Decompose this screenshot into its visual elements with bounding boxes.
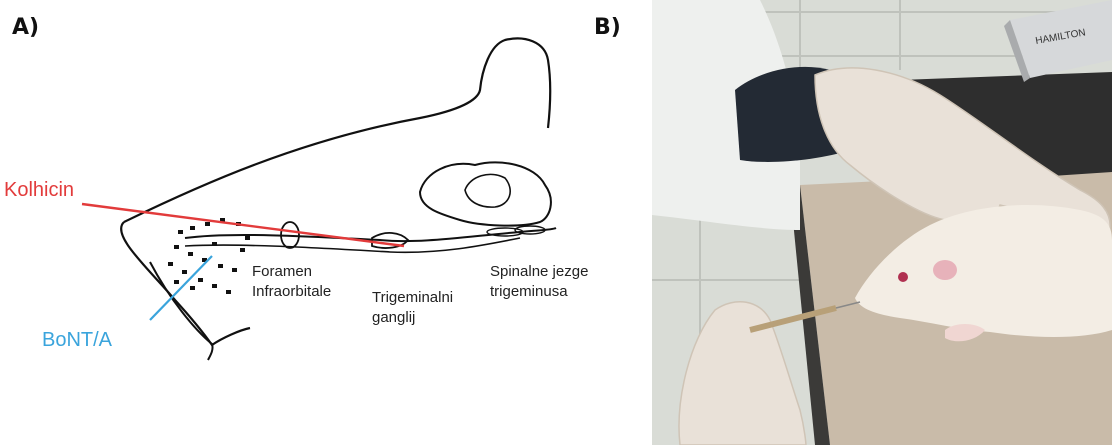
panel-a: A) Kolhi [4, 15, 588, 360]
bont-label: BoNT/A [42, 329, 113, 351]
rat-ear [933, 260, 957, 280]
trigeminal-nerve [185, 228, 556, 241]
rat-eye [898, 272, 908, 282]
panel-a-letter: A) [12, 15, 39, 40]
cerebellum-outline [465, 174, 510, 207]
foramen-label-1: Foramen [252, 263, 312, 280]
rat-head-outline [121, 38, 550, 345]
spinal-label-1: Spinalne jezge [490, 263, 588, 280]
whisker-pad-dots [168, 218, 250, 294]
kolhicin-label: Kolhicin [4, 179, 74, 201]
brain-outline [420, 162, 551, 225]
panel-b-letter: B) [594, 15, 621, 40]
trigeminal-label-1: Trigeminalni [372, 289, 453, 306]
spinal-label-2: trigeminusa [490, 283, 568, 300]
trigeminal-label-2: ganglij [372, 309, 415, 326]
panel-b-photo: HAMILTON [652, 0, 1112, 445]
foramen-label-2: Infraorbitale [252, 283, 331, 300]
kolhicin-line [82, 204, 404, 246]
